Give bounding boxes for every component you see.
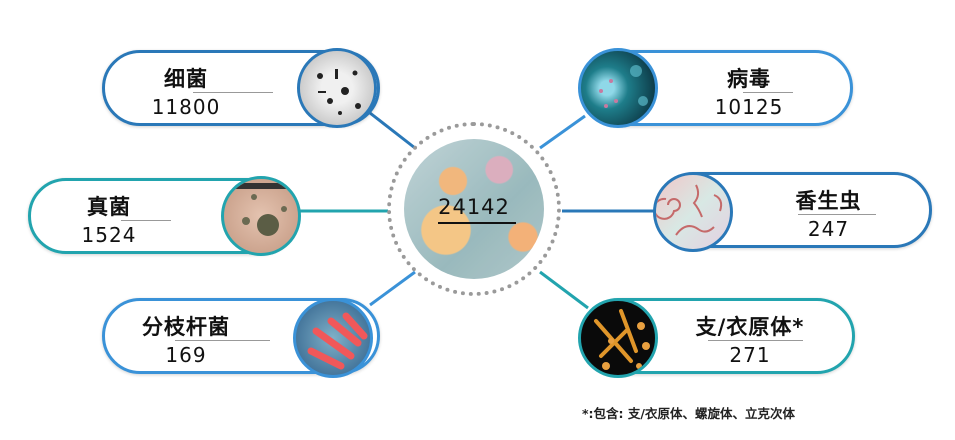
parasite-image-icon — [653, 172, 733, 252]
divider — [121, 220, 171, 221]
category-label: 病毒 — [727, 67, 771, 91]
divider — [175, 340, 270, 341]
mycoplasma-image-icon — [578, 298, 658, 378]
category-label: 分枝杆菌 — [142, 315, 230, 339]
category-value: 271 — [729, 343, 771, 367]
category-label: 细菌 — [164, 67, 208, 91]
category-label: 真菌 — [87, 195, 131, 219]
category-value: 10125 — [714, 95, 784, 119]
microbes-center-image — [404, 139, 544, 279]
center-dotted-ring — [387, 122, 561, 296]
divider — [743, 92, 793, 93]
category-value: 169 — [165, 343, 207, 367]
divider — [798, 214, 876, 215]
category-value: 1524 — [81, 223, 137, 247]
virus-image-icon — [578, 48, 658, 128]
divider — [708, 340, 803, 341]
total-count: 24142 — [438, 195, 510, 219]
total-underline — [438, 222, 516, 224]
fungus-image-icon — [221, 176, 301, 256]
category-value: 11800 — [151, 95, 221, 119]
category-value: 247 — [807, 217, 850, 241]
divider — [193, 92, 273, 93]
mycobacteria-image-icon — [293, 298, 373, 378]
footnote: *:包含: 支/衣原体、螺旋体、立克次体 — [582, 406, 795, 421]
category-label: 支/衣原体* — [695, 315, 805, 339]
bacteria-image-icon — [297, 48, 377, 128]
category-label: 香生虫 — [795, 189, 862, 213]
